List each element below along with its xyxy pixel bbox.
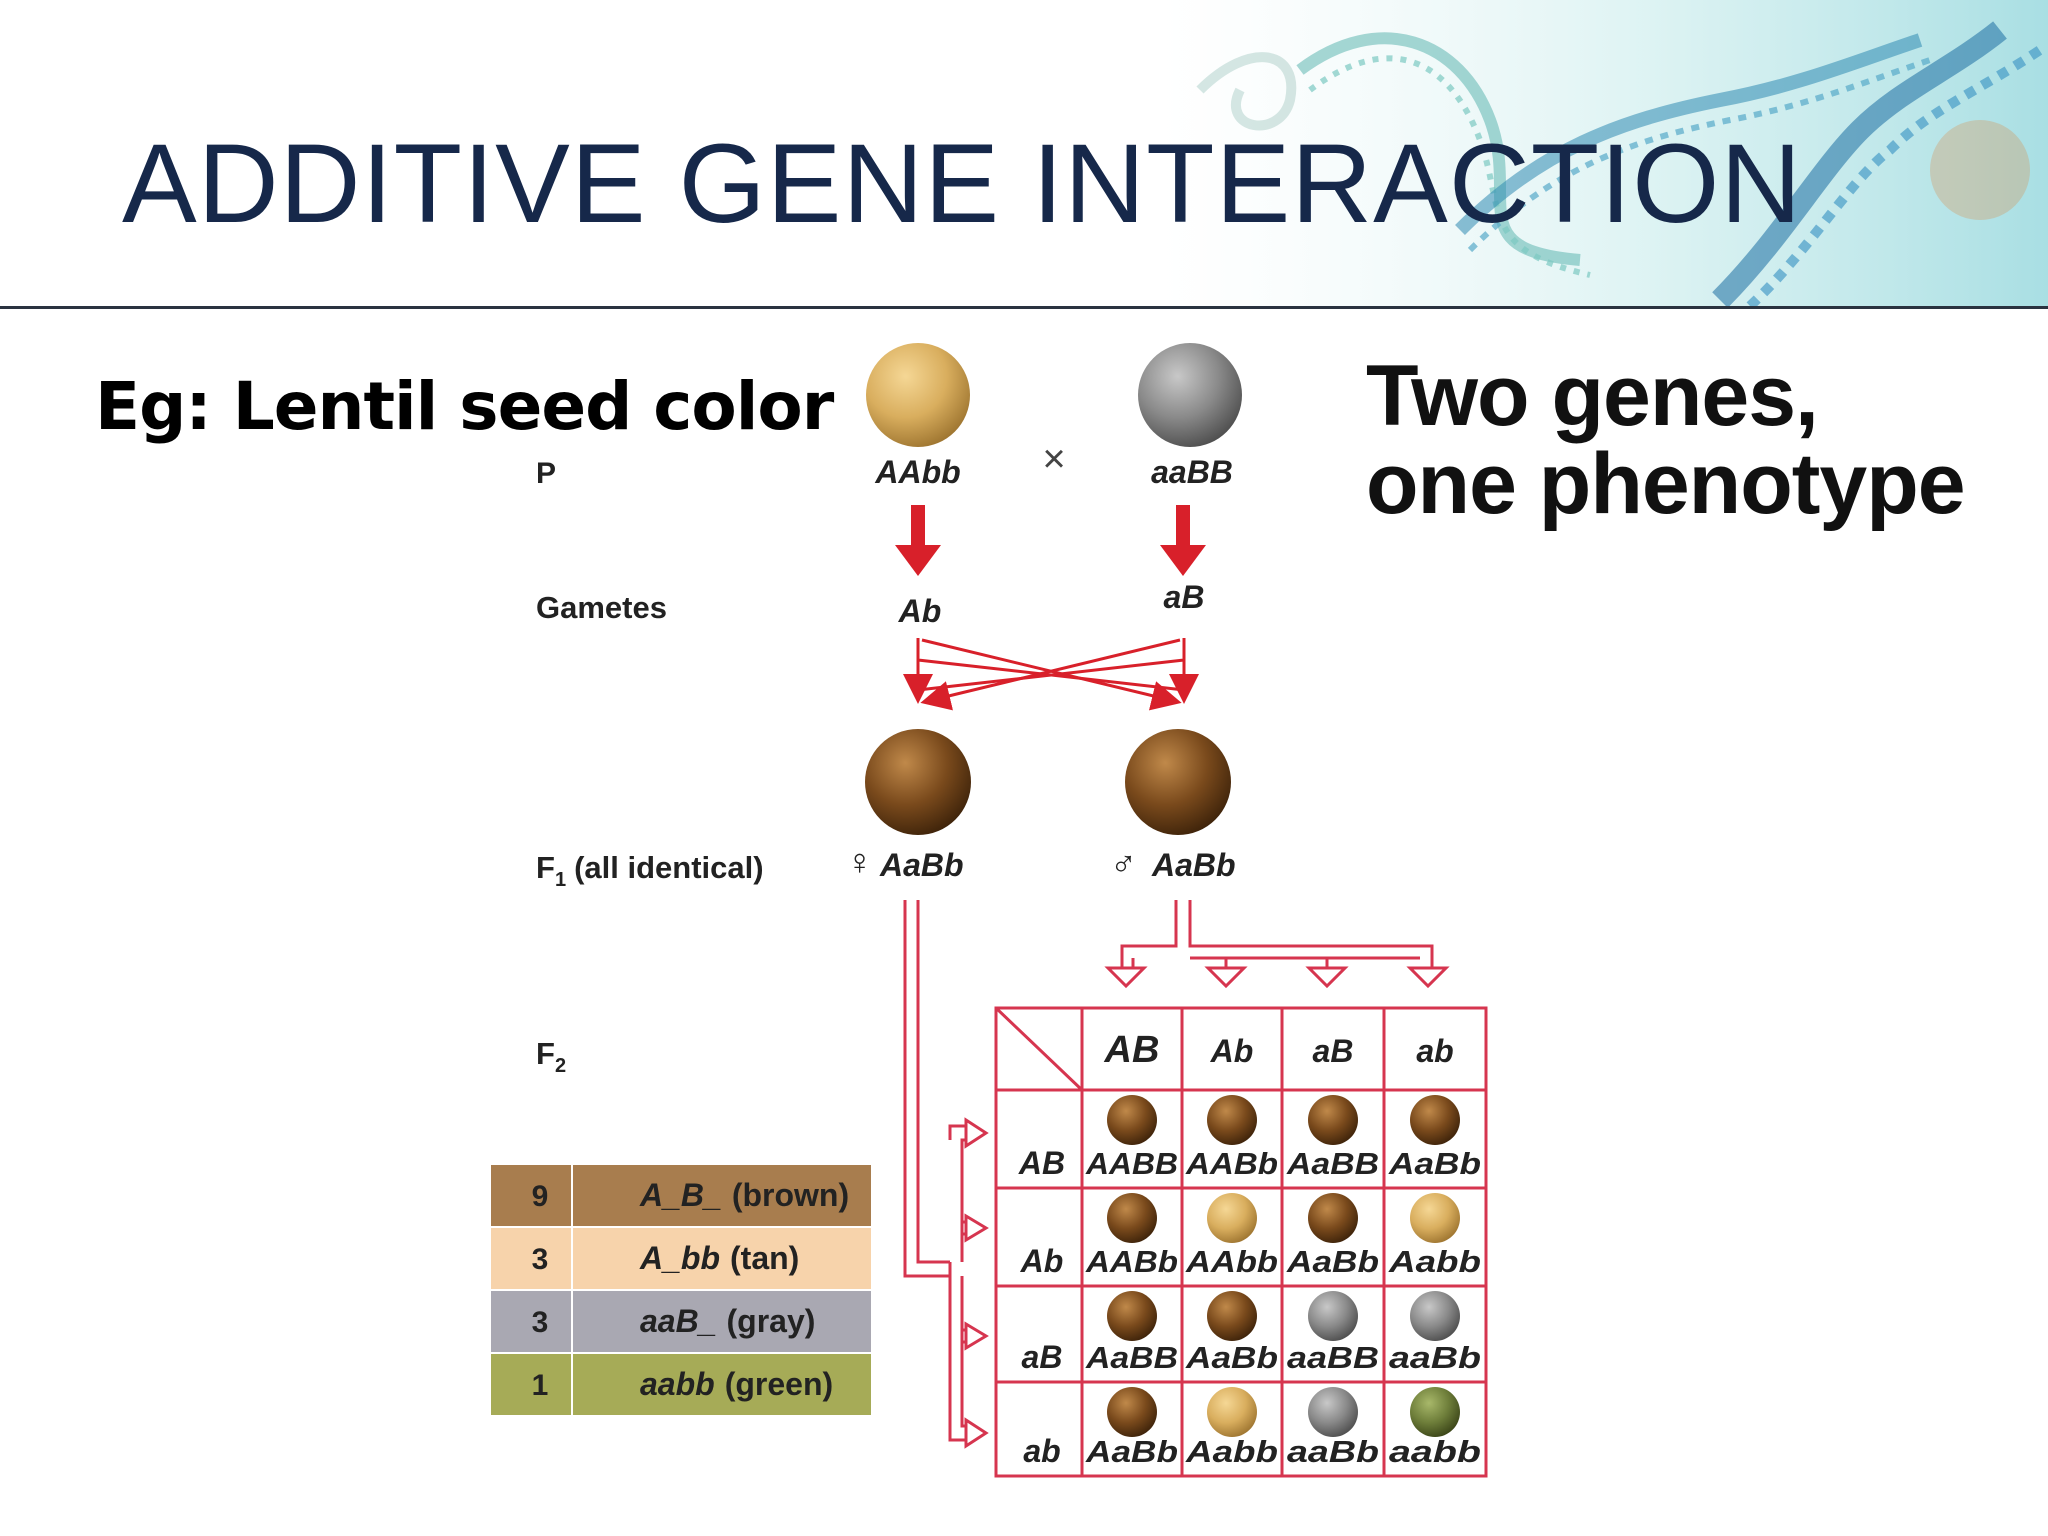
cross-symbol: × (1042, 437, 1065, 481)
f1-label: F1(all identical) (536, 850, 764, 891)
offspring-genotype: AAbb (1185, 1244, 1278, 1279)
offspring-seed-tan (1207, 1387, 1257, 1437)
offspring-seed-brown (1107, 1095, 1157, 1145)
offspring-seed-brown (1107, 1193, 1157, 1243)
ratio-row (489, 1163, 873, 1228)
female-symbol: ♀ (846, 841, 873, 882)
f1-female-seed (865, 729, 971, 835)
offspring-seed-brown (1410, 1095, 1460, 1145)
gamete-arrows (895, 505, 1206, 576)
offspring-genotype: AaBb (1185, 1340, 1278, 1375)
offspring-genotype: aabb (1389, 1434, 1481, 1469)
punnett-col-header: ab (1416, 1033, 1453, 1069)
fertilization-arrows (903, 638, 1199, 711)
f2-distribution-arrows (903, 900, 1450, 1449)
offspring-seed-gray (1308, 1291, 1358, 1341)
offspring-genotype: AaBB (1286, 1146, 1379, 1181)
offspring-seed-brown (1207, 1095, 1257, 1145)
tagline-line-1: Two genes, (1366, 348, 1819, 444)
offspring-seed-gray (1410, 1291, 1460, 1341)
offspring-genotype: Aabb (1185, 1434, 1278, 1469)
punnett-row-header: ab (1023, 1433, 1060, 1469)
offspring-genotype: AaBb (1388, 1146, 1481, 1181)
offspring-seed-green (1410, 1387, 1460, 1437)
offspring-genotype: AABb (1185, 1146, 1278, 1181)
offspring-genotype: aaBb (1389, 1340, 1481, 1375)
offspring-genotype: AaBb (1085, 1434, 1178, 1469)
punnett-col-header: aB (1313, 1033, 1354, 1069)
offspring-seed-tan (1410, 1193, 1460, 1243)
offspring-seed-tan (1207, 1193, 1257, 1243)
phenotype-ratio-table: 9 A_B_(brown) 3 A_bb(tan) 3 aaB_(gray) 1 aabb(g… (489, 1163, 873, 1417)
parent-1-seed (866, 343, 970, 447)
male-symbol: ♂ (1110, 843, 1137, 884)
ratio-count: 3 (532, 1243, 549, 1276)
ratio-count: 1 (532, 1369, 549, 1402)
title-divider (0, 306, 2048, 309)
parent-2-genotype: aaBB (1151, 454, 1233, 490)
f1-male-seed (1125, 729, 1231, 835)
ratio-phenotype: aaB_(gray) (640, 1303, 815, 1339)
offspring-seed-brown (1107, 1387, 1157, 1437)
slide-subtitle: Eg: Lentil seed color (95, 368, 834, 445)
ratio-count: 3 (532, 1306, 549, 1339)
ratio-row (489, 1352, 873, 1417)
f2-label: F2 (536, 1036, 566, 1077)
offspring-genotype: aaBb (1287, 1434, 1379, 1469)
punnett-row-header: AB (1018, 1145, 1065, 1181)
gamete-2: aB (1164, 579, 1205, 615)
dna-helix-decoration (1160, 0, 2048, 306)
ratio-phenotype: A_bb(tan) (639, 1240, 799, 1276)
p-label: P (536, 457, 556, 490)
offspring-genotype: AABB (1085, 1146, 1178, 1181)
gamete-1: Ab (898, 593, 942, 629)
tagline: Two genes, one phenotype (1366, 348, 1966, 532)
ratio-phenotype: aabb(green) (640, 1366, 833, 1402)
tagline-line-2: one phenotype (1366, 436, 1966, 532)
ratio-phenotype: A_B_(brown) (639, 1177, 849, 1213)
offspring-genotype: AABb (1085, 1244, 1178, 1279)
offspring-genotype: Aabb (1388, 1244, 1481, 1279)
offspring-genotype: AaBb (1286, 1244, 1379, 1279)
punnett-col-header: AB (1104, 1029, 1160, 1071)
offspring-genotype: AaBB (1085, 1340, 1178, 1375)
slide-title: ADDITIVE GENE INTERACTION (122, 121, 1803, 246)
offspring-seed-brown (1308, 1193, 1358, 1243)
offspring-seed-brown (1207, 1291, 1257, 1341)
punnett-row-header: Ab (1020, 1243, 1064, 1279)
ratio-row (489, 1289, 873, 1354)
f1-male-genotype: AaBb (1151, 847, 1236, 883)
punnett-col-header: Ab (1210, 1033, 1254, 1069)
parent-1-genotype: AAbb (874, 454, 960, 490)
offspring-seed-gray (1308, 1387, 1358, 1437)
offspring-genotype: aaBB (1287, 1340, 1379, 1375)
parent-2-seed (1138, 343, 1242, 447)
punnett-row-header: aB (1022, 1339, 1063, 1375)
ratio-count: 9 (532, 1180, 549, 1213)
gametes-label: Gametes (536, 590, 667, 625)
f1-female-genotype: AaBb (879, 847, 964, 883)
offspring-seed-brown (1308, 1095, 1358, 1145)
offspring-seed-brown (1107, 1291, 1157, 1341)
